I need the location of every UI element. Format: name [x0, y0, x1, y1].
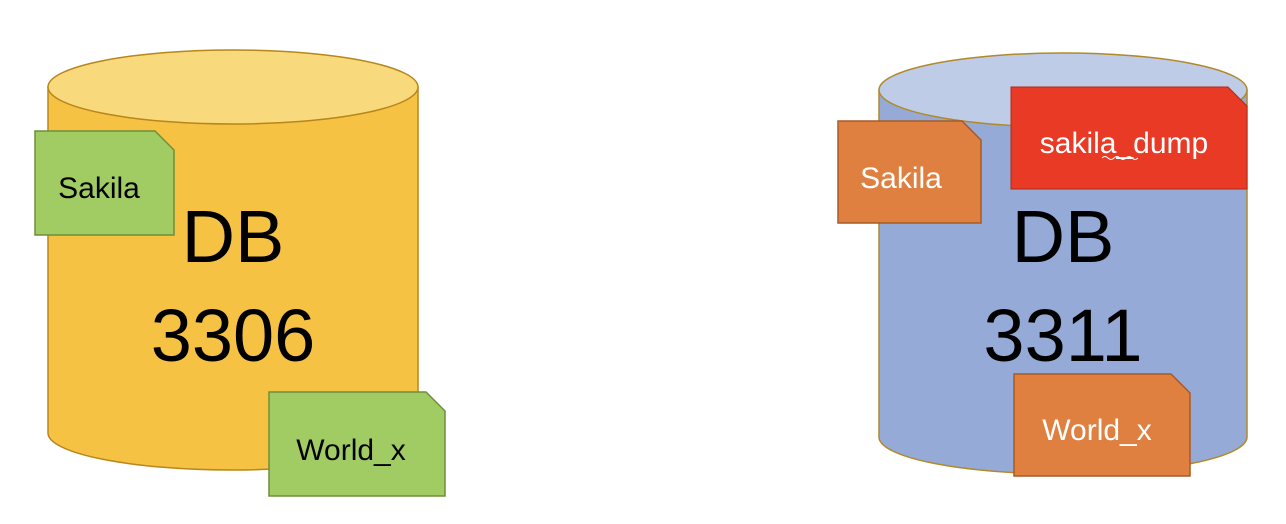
- spellcheck-squiggle: [1101, 156, 1139, 160]
- doc-sakila-dump-label-3311: sakila_dump: [1040, 127, 1208, 160]
- doc-sakila-3306: Sakila: [34, 130, 175, 236]
- db-label-line1-3311: DB: [1012, 195, 1115, 278]
- doc-world-x-3311: World_x: [1013, 373, 1191, 477]
- doc-world-x-label-3311: World_x: [1042, 414, 1151, 447]
- db-label-line2-3306: 3306: [151, 294, 316, 377]
- doc-sakila-label-3306: Sakila: [58, 172, 140, 205]
- doc-world-x-label-3306: World_x: [296, 434, 405, 467]
- db-label-line1-3306: DB: [182, 195, 285, 278]
- doc-world-x-3306: World_x: [268, 391, 446, 497]
- doc-sakila-dump-3311: sakila_dump: [1010, 86, 1248, 190]
- db-label-line2-3311: 3311: [983, 294, 1142, 377]
- cylinder-top-3306: [47, 49, 419, 125]
- doc-sakila-3311: Sakila: [837, 120, 982, 224]
- doc-sakila-label-3311: Sakila: [860, 162, 942, 195]
